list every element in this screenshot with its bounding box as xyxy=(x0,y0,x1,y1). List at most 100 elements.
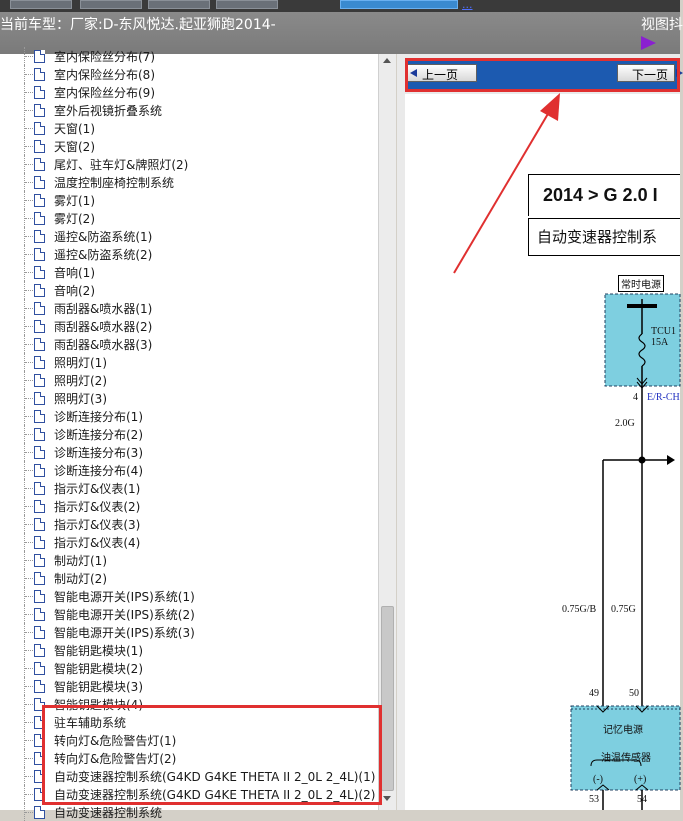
current-car-model: 当前车型：厂家:D-东风悦达.起亚狮跑2014- xyxy=(0,17,276,33)
view-label[interactable]: 视图抖 xyxy=(641,17,683,33)
page-header-text: 2014 > G 2.0 I xyxy=(543,185,658,205)
tree-item[interactable]: 制动灯(2) xyxy=(0,569,378,587)
document-icon xyxy=(34,644,45,657)
tree-item-label: 天窗(2) xyxy=(54,140,95,154)
toolbar-tab-3[interactable] xyxy=(148,0,210,9)
tree-item-label: 指示灯&仪表(4) xyxy=(54,536,141,550)
document-icon xyxy=(34,626,45,639)
tree-item[interactable]: 智能钥匙模块(1) xyxy=(0,641,378,659)
tree-item-label: 驻车辅助系统 xyxy=(54,716,127,730)
toolbar-tab-4[interactable] xyxy=(216,0,278,9)
tree-item[interactable]: 遥控&防盗系统(2) xyxy=(0,245,378,263)
tree-item[interactable]: 指示灯&仪表(4) xyxy=(0,533,378,551)
tree-item[interactable]: 自动变速器控制系统 xyxy=(0,803,378,821)
annotation-arrow xyxy=(453,93,560,274)
tree-connector xyxy=(24,677,25,695)
tree-connector xyxy=(25,812,35,813)
tree-connector xyxy=(24,389,25,407)
tree-item[interactable]: 照明灯(2) xyxy=(0,371,378,389)
scroll-down-icon[interactable] xyxy=(383,796,391,801)
fuse-rating: 15A xyxy=(651,337,669,348)
tree-item[interactable]: 室内保险丝分布(8) xyxy=(0,65,378,83)
tree-item[interactable]: 雨刮器&喷水器(2) xyxy=(0,317,378,335)
tree-item[interactable]: 诊断连接分布(1) xyxy=(0,407,378,425)
document-icon xyxy=(34,482,45,495)
toolbar-tab-2[interactable] xyxy=(80,0,142,9)
tree-item-label: 雾灯(2) xyxy=(54,212,95,226)
toolbar-tab-active[interactable] xyxy=(340,0,458,9)
highlight-box-nav xyxy=(405,58,680,92)
tree-connector xyxy=(25,506,35,507)
tree-item[interactable]: 室内保险丝分布(7) xyxy=(0,47,378,65)
highlight-box-tree-selection xyxy=(42,705,382,805)
tree-connector xyxy=(25,614,35,615)
tree-item[interactable]: 尾灯、驻车灯&牌照灯(2) xyxy=(0,155,378,173)
tree-item[interactable]: 温度控制座椅控制系统 xyxy=(0,173,378,191)
tree-item[interactable]: 照明灯(1) xyxy=(0,353,378,371)
tree-item-label: 制动灯(1) xyxy=(54,554,107,568)
tree-item[interactable]: 天窗(1) xyxy=(0,119,378,137)
tree-item[interactable]: 雨刮器&喷水器(1) xyxy=(0,299,378,317)
tree-item[interactable]: 室外后视镜折叠系统 xyxy=(0,101,378,119)
tree-item[interactable]: 智能电源开关(IPS)系统(2) xyxy=(0,605,378,623)
tree-connector xyxy=(25,308,35,309)
tree-item[interactable]: 诊断连接分布(3) xyxy=(0,443,378,461)
page-nav-bar: 上一页 下一页 xyxy=(405,58,683,90)
tree-item-label: 智能电源开关(IPS)系统(2) xyxy=(54,608,195,622)
tree-connector xyxy=(25,776,35,777)
tree-item[interactable]: 雾灯(1) xyxy=(0,191,378,209)
tree-connector xyxy=(24,47,25,65)
tree-item[interactable]: 雾灯(2) xyxy=(0,209,378,227)
tree-item-label: 音响(2) xyxy=(54,284,95,298)
tree-item[interactable]: 智能电源开关(IPS)系统(1) xyxy=(0,587,378,605)
prev-page-button[interactable]: 上一页 xyxy=(407,64,477,82)
tree-connector xyxy=(25,794,35,795)
next-page-button[interactable]: 下一页 xyxy=(617,64,683,82)
play-icon[interactable] xyxy=(641,36,656,50)
tree-item[interactable]: 天窗(2) xyxy=(0,137,378,155)
document-icon xyxy=(34,662,45,675)
tree-item-label: 指示灯&仪表(2) xyxy=(54,500,141,514)
document-icon xyxy=(34,464,45,477)
tree-connector xyxy=(24,191,25,209)
tree-connector xyxy=(24,767,25,785)
toolbar-tab-1[interactable] xyxy=(10,0,72,9)
scroll-up-icon[interactable] xyxy=(383,58,391,63)
tree-item[interactable]: 指示灯&仪表(1) xyxy=(0,479,378,497)
tree-item[interactable]: 音响(2) xyxy=(0,281,378,299)
tree-item[interactable]: 指示灯&仪表(2) xyxy=(0,497,378,515)
tree-item[interactable]: 室内保险丝分布(9) xyxy=(0,83,378,101)
tree-item[interactable]: 遥控&防盗系统(1) xyxy=(0,227,378,245)
tree-item[interactable]: 制动灯(1) xyxy=(0,551,378,569)
tree-connector xyxy=(24,83,25,101)
tree-connector xyxy=(25,758,35,759)
tree-connector xyxy=(25,254,35,255)
tree-connector xyxy=(24,245,25,263)
tree-item[interactable]: 指示灯&仪表(3) xyxy=(0,515,378,533)
tree-item[interactable]: 雨刮器&喷水器(3) xyxy=(0,335,378,353)
tree-item[interactable]: 智能钥匙模块(2) xyxy=(0,659,378,677)
document-icon xyxy=(34,212,45,225)
plus-terminal: (+) xyxy=(634,774,647,785)
tree-item[interactable]: 智能钥匙模块(3) xyxy=(0,677,378,695)
more-link[interactable]: ... xyxy=(462,0,473,11)
tree-item[interactable]: 诊断连接分布(4) xyxy=(0,461,378,479)
tree-connector xyxy=(24,785,25,803)
pin-53: 53 xyxy=(589,794,599,805)
tree-connector xyxy=(24,173,25,191)
title-bar: 当前车型：厂家:D-东风悦达.起亚狮跑2014- 视图抖 xyxy=(0,12,683,54)
tree-item[interactable]: 照明灯(3) xyxy=(0,389,378,407)
tree-connector xyxy=(24,263,25,281)
document-icon xyxy=(34,572,45,585)
sensor-bracket xyxy=(590,759,642,767)
tree-item-label: 遥控&防盗系统(2) xyxy=(54,248,153,262)
prev-page-label: 上一页 xyxy=(422,68,459,82)
tree-item[interactable]: 音响(1) xyxy=(0,263,378,281)
tree-connector xyxy=(24,587,25,605)
tree-connector xyxy=(25,398,35,399)
tree-scrollbar[interactable] xyxy=(378,54,396,810)
tree-item[interactable]: 智能电源开关(IPS)系统(3) xyxy=(0,623,378,641)
tree-connector xyxy=(25,182,35,183)
tree-item[interactable]: 诊断连接分布(2) xyxy=(0,425,378,443)
scroll-thumb[interactable] xyxy=(381,606,394,791)
